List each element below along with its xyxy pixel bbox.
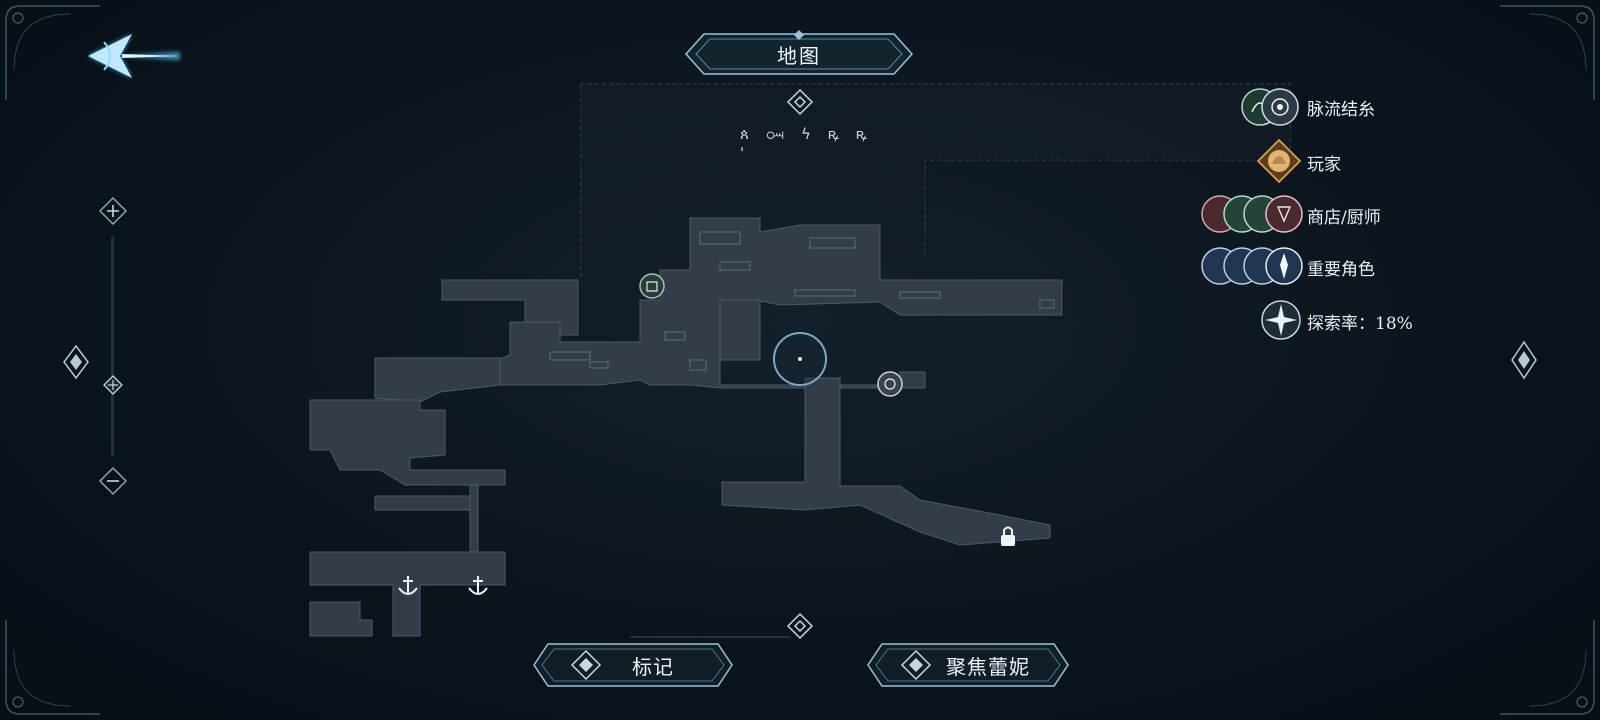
- legend-label-exploration: 探索率：18%: [1307, 314, 1413, 334]
- frame-corner-bottom-left: [5, 620, 100, 715]
- compass-star-icon: [1261, 300, 1301, 340]
- player-portrait-icon: [1256, 138, 1302, 184]
- frame-corner-bottom-right: [1500, 620, 1595, 715]
- focus-icon: [900, 649, 932, 681]
- legend-label-player: 玩家: [1307, 155, 1341, 175]
- chef-icon: [1265, 195, 1303, 233]
- bottom-diamond-glyph: [786, 612, 814, 640]
- mark-button[interactable]: 标记: [532, 640, 734, 690]
- zoom-in-icon[interactable]: [98, 196, 128, 226]
- legend-label-characters: 重要角色: [1307, 260, 1375, 280]
- top-diamond-glyph: [786, 88, 814, 116]
- map-title-plate: 地图: [684, 30, 914, 78]
- legend-shop-icons: [1201, 195, 1303, 233]
- zoom-slider-handle[interactable]: [103, 375, 123, 395]
- mark-button-label: 标记: [632, 654, 674, 679]
- page-title: 地图: [777, 43, 821, 68]
- zoom-out-icon[interactable]: [98, 466, 128, 496]
- frame-corner-top-right: [1500, 5, 1595, 100]
- map-marker-lock: [1001, 526, 1015, 546]
- map-marker-vein: [639, 273, 665, 299]
- focus-renee-button-label: 聚焦蕾妮: [946, 654, 1030, 679]
- legend-character-icons: [1201, 247, 1303, 285]
- legend-label-shop: 商店/厨师: [1307, 208, 1381, 228]
- next-page-icon[interactable]: [1510, 340, 1540, 380]
- zoom-slider-track[interactable]: [111, 236, 114, 456]
- map-marker-anchor-2: [468, 576, 488, 595]
- prev-page-icon[interactable]: [60, 344, 90, 380]
- map-marker-swirl: [877, 371, 903, 397]
- legend-label-vein: 脉流结糸: [1307, 100, 1375, 120]
- wing-arrow-back-icon[interactable]: [82, 24, 186, 88]
- legend-vein-icons: [1241, 88, 1299, 126]
- mark-icon: [570, 649, 602, 681]
- rune-inscription: ጰ ꗢ ϟ ꝶ ꝶ ꞌ: [740, 125, 873, 162]
- frame-corner-top-left: [5, 5, 100, 100]
- focus-renee-button[interactable]: 聚焦蕾妮: [866, 640, 1070, 690]
- map-marker-anchor-1: [398, 576, 418, 595]
